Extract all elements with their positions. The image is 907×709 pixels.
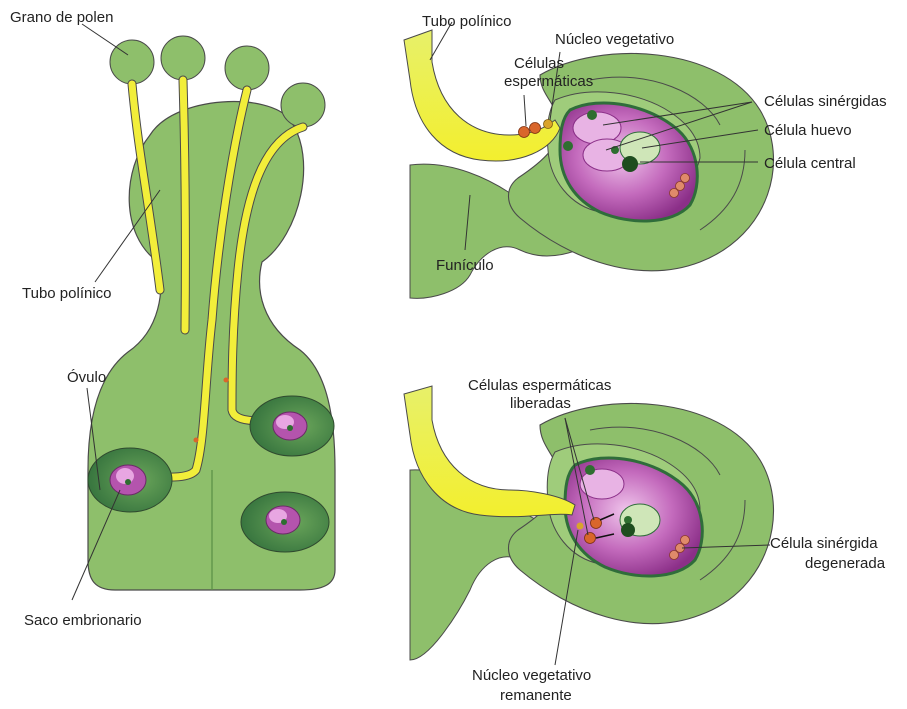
label-celula-sinergida-degenerada: Célula sinérgida degenerada [770, 535, 886, 572]
leader-line [82, 24, 128, 55]
label-nucleo-vegetativo: Núcleo vegetativo [555, 31, 674, 48]
pollen-grain [110, 40, 154, 84]
pollen-tube-fill [183, 80, 185, 330]
sperm-dot [224, 378, 229, 383]
label-grano-de-polen: Grano de polen [10, 9, 113, 26]
pistil-diagram: Grano de polen Tubo polínico Óvulo Saco … [10, 9, 335, 629]
ovule-right-upper [250, 396, 334, 456]
label-remanente-line2: remanente [500, 687, 572, 704]
sperm-cell [519, 127, 530, 138]
remnant-vegetative-nucleus [577, 523, 584, 530]
pollen-tube-detail [404, 30, 560, 161]
antipodal-cell [681, 174, 690, 183]
pollen-grain [161, 36, 205, 80]
nucleus [624, 516, 632, 524]
label-liberadas-line2: liberadas [510, 395, 571, 412]
label-degenerada-line1: Célula sinérgida [770, 535, 878, 552]
label-tubo-polinico-top: Tubo polínico [422, 13, 512, 30]
nucleus [563, 141, 573, 151]
ovule-left [88, 448, 172, 512]
label-liberadas-line1: Células espermáticas [468, 377, 611, 394]
leader-line [524, 95, 526, 126]
label-saco-embrionario: Saco embrionario [24, 612, 142, 629]
pollen-grain [225, 46, 269, 90]
pollen-grain [281, 83, 325, 127]
central-cell-nucleus [622, 156, 638, 172]
label-celulas-espermaticas-line2: espermáticas [504, 73, 593, 90]
sperm-dot [194, 438, 199, 443]
ovule-right-lower [241, 492, 329, 552]
label-degenerada-line2: degenerada [805, 555, 886, 572]
sperm-cell [530, 123, 541, 134]
antipodal-cell [670, 551, 679, 560]
released-sperm-cell [585, 533, 596, 544]
ovule-detail-bottom: Células espermáticas liberadas Célula si… [404, 377, 886, 704]
label-nucleo-vegetativo-remanente: Núcleo vegetativo remanente [472, 667, 595, 704]
central-cell-nucleus [621, 523, 635, 537]
label-celulas-sinergidas: Células sinérgidas [764, 93, 887, 110]
ovule-detail-top: Tubo polínico Células espermáticas Núcle… [404, 13, 887, 298]
label-remanente-line1: Núcleo vegetativo [472, 667, 591, 684]
label-celulas-espermaticas-line1: Células [514, 55, 564, 72]
antipodal-cell [681, 536, 690, 545]
label-funiculo: Funículo [436, 257, 494, 274]
nucleus [587, 110, 597, 120]
antipodal-cell [670, 189, 679, 198]
released-sperm-cell [591, 518, 602, 529]
nucleus [585, 465, 595, 475]
label-ovulo: Óvulo [67, 369, 106, 386]
label-celula-central: Célula central [764, 155, 856, 172]
vegetative-nucleus [544, 120, 553, 129]
label-tubo-polinico-left: Tubo polínico [22, 285, 112, 302]
label-celula-huevo: Célula huevo [764, 122, 852, 139]
